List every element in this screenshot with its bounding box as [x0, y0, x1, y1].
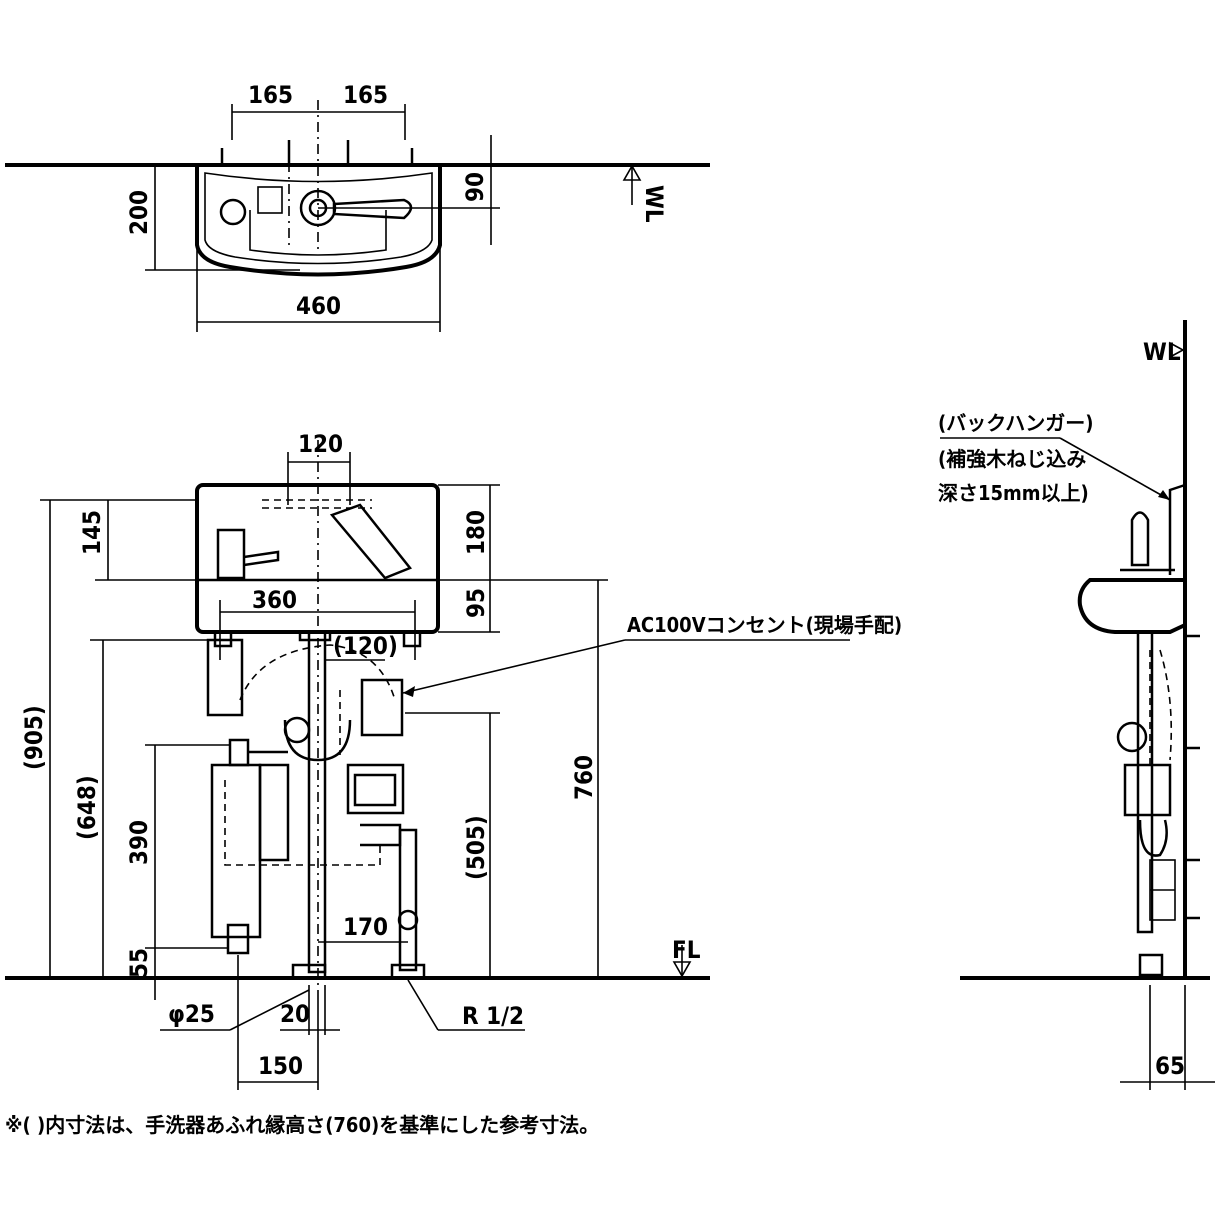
dim-905: (905): [20, 705, 48, 770]
dim-55: 55: [125, 948, 153, 978]
dim-390: 390: [125, 820, 153, 865]
hanger-line-2: (補強木ねじ込み: [938, 447, 1086, 471]
hanger-line-1: (バックハンガー): [938, 411, 1093, 435]
footnote: ※( )内寸法は、手洗器あふれ縁高さ(760)を基準にした参考寸法。: [5, 1113, 599, 1137]
side-view: WL (バックハンガー) (補強木ねじ込み 深さ15mm以上) 65: [938, 320, 1215, 1090]
dim-165-left: 165: [248, 81, 293, 109]
dim-648: (648): [73, 775, 101, 840]
hanger-line-3: 深さ15mm以上): [938, 481, 1089, 505]
dim-phi25: φ25: [168, 1000, 215, 1028]
dim-360: 360: [252, 586, 297, 614]
dim-95: 95: [462, 588, 490, 618]
plan-view: 165 165 200 90 460 WL: [5, 81, 710, 332]
dim-20: 20: [280, 1000, 310, 1028]
wl-label-plan: WL: [640, 185, 668, 223]
dim-760: 760: [570, 755, 598, 800]
dim-65: 65: [1155, 1052, 1185, 1080]
dim-200: 200: [125, 190, 153, 235]
outlet-label: AC100Vコンセント(現場手配): [627, 613, 902, 637]
wl-label-side: WL: [1143, 338, 1181, 366]
dim-460: 460: [296, 292, 341, 320]
front-view: 120 145 180 95 360 (120) (905) (648) 390: [5, 430, 902, 1090]
dim-150: 150: [258, 1052, 303, 1080]
dim-120: 120: [298, 430, 343, 458]
dim-145: 145: [78, 510, 106, 555]
dim-90: 90: [461, 172, 489, 202]
fl-label: FL: [672, 936, 701, 964]
r-half: R 1/2: [462, 1002, 524, 1030]
dim-165-right: 165: [343, 81, 388, 109]
dim-505: (505): [462, 815, 490, 880]
dim-170: 170: [343, 913, 388, 941]
dim-120-ref: (120): [333, 632, 398, 660]
dim-180: 180: [462, 510, 490, 555]
